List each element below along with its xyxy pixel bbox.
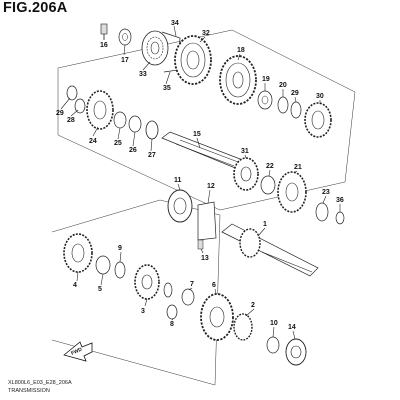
callout-17[interactable]: 17	[121, 57, 129, 64]
callout-12[interactable]: 12	[207, 183, 215, 190]
callout-31[interactable]: 31	[241, 148, 249, 155]
part-27-circlip[interactable]	[145, 120, 159, 140]
part-7-bushing[interactable]	[181, 288, 195, 306]
part-14-bearing[interactable]	[285, 338, 307, 366]
part-8-washer[interactable]	[166, 304, 178, 320]
part-4-gear[interactable]	[63, 233, 93, 273]
callout-4[interactable]: 4	[73, 282, 77, 289]
part-30-gear[interactable]	[304, 102, 332, 138]
part-25-bushing[interactable]	[113, 111, 127, 129]
part-13-screw[interactable]	[197, 239, 204, 250]
callout-34[interactable]: 34	[171, 20, 179, 27]
part-5-bushing[interactable]	[95, 255, 111, 275]
part-32-gear[interactable]	[174, 35, 212, 85]
part-12-retainer[interactable]	[197, 201, 217, 241]
part-2-gear[interactable]	[233, 313, 253, 341]
part-18-gear[interactable]	[219, 55, 257, 105]
part-9-washer-upper[interactable]	[114, 261, 126, 279]
callout-36[interactable]: 36	[336, 197, 344, 204]
part-22-bushing[interactable]	[260, 175, 276, 195]
callout-23[interactable]: 23	[322, 189, 330, 196]
callout-30[interactable]: 30	[316, 93, 324, 100]
part-3-gear[interactable]	[134, 264, 160, 300]
callout-32[interactable]: 32	[202, 30, 210, 37]
part-33-bearing[interactable]	[141, 30, 169, 66]
callout-14[interactable]: 14	[288, 324, 296, 331]
part-9-washer-lower[interactable]	[163, 282, 173, 298]
callout-16[interactable]: 16	[100, 42, 108, 49]
callout-7[interactable]: 7	[190, 281, 194, 288]
part-31-gear[interactable]	[233, 157, 259, 191]
callout-15[interactable]: 15	[193, 131, 201, 138]
callout-24[interactable]: 24	[89, 138, 97, 145]
callout-1[interactable]: 1	[263, 221, 267, 228]
callout-19[interactable]: 19	[262, 76, 270, 83]
figure-title: FIG.206A	[3, 0, 68, 16]
callout-29-left[interactable]: 29	[56, 110, 64, 117]
part-11-bearing[interactable]	[167, 189, 193, 223]
part-1-mainshaft[interactable]	[221, 223, 319, 277]
callout-8[interactable]: 8	[170, 321, 174, 328]
figure-name: TRANSMISSION	[8, 388, 50, 394]
callout-18[interactable]: 18	[237, 47, 245, 54]
part-10-washer[interactable]	[266, 336, 280, 354]
part-20-washer[interactable]	[277, 96, 289, 114]
part-36-washer[interactable]	[335, 211, 345, 225]
callout-25[interactable]: 25	[114, 140, 122, 147]
callout-10[interactable]: 10	[270, 320, 278, 327]
callout-13[interactable]: 13	[201, 255, 209, 262]
callout-labels: 34 32 16 17 33 35 18 19 20 29 30 29 28 2…	[56, 20, 344, 331]
callout-20[interactable]: 20	[279, 82, 287, 89]
callout-21[interactable]: 21	[294, 164, 302, 171]
callout-22[interactable]: 22	[266, 163, 274, 170]
callout-6[interactable]: 6	[212, 282, 216, 289]
leader-lines	[60, 25, 341, 340]
part-23-washer[interactable]	[315, 202, 329, 222]
callout-28[interactable]: 28	[67, 117, 75, 124]
upper-shaft-panel	[57, 29, 356, 211]
part-15-countershaft[interactable]	[161, 131, 249, 171]
part-19-bushing[interactable]	[257, 90, 273, 110]
callout-35[interactable]: 35	[163, 85, 171, 92]
callout-11[interactable]: 11	[174, 177, 182, 184]
callout-27[interactable]: 27	[148, 152, 156, 159]
callout-3[interactable]: 3	[141, 308, 145, 315]
figure-code: XL800L6_E03_E28_206A	[8, 380, 72, 386]
forward-arrow-icon: FWD	[63, 341, 93, 362]
part-24-gear[interactable]	[86, 90, 114, 130]
lower-shaft-panel	[51, 199, 221, 386]
callout-33[interactable]: 33	[139, 71, 147, 78]
callout-29-right[interactable]: 29	[291, 90, 299, 97]
part-28-washer[interactable]	[74, 98, 86, 114]
part-29-circlip-left[interactable]	[66, 85, 78, 101]
callout-2[interactable]: 2	[251, 302, 255, 309]
callout-5[interactable]: 5	[98, 286, 102, 293]
part-17-washer[interactable]	[118, 28, 132, 46]
part-21-gear[interactable]	[277, 171, 307, 213]
part-6-gear[interactable]	[200, 293, 234, 341]
part-26-washer[interactable]	[128, 115, 142, 133]
fwd-label: FWD	[70, 346, 83, 356]
callout-26[interactable]: 26	[129, 147, 137, 154]
part-29-circlip-right[interactable]	[290, 101, 302, 119]
callout-9-upper[interactable]: 9	[118, 245, 122, 252]
